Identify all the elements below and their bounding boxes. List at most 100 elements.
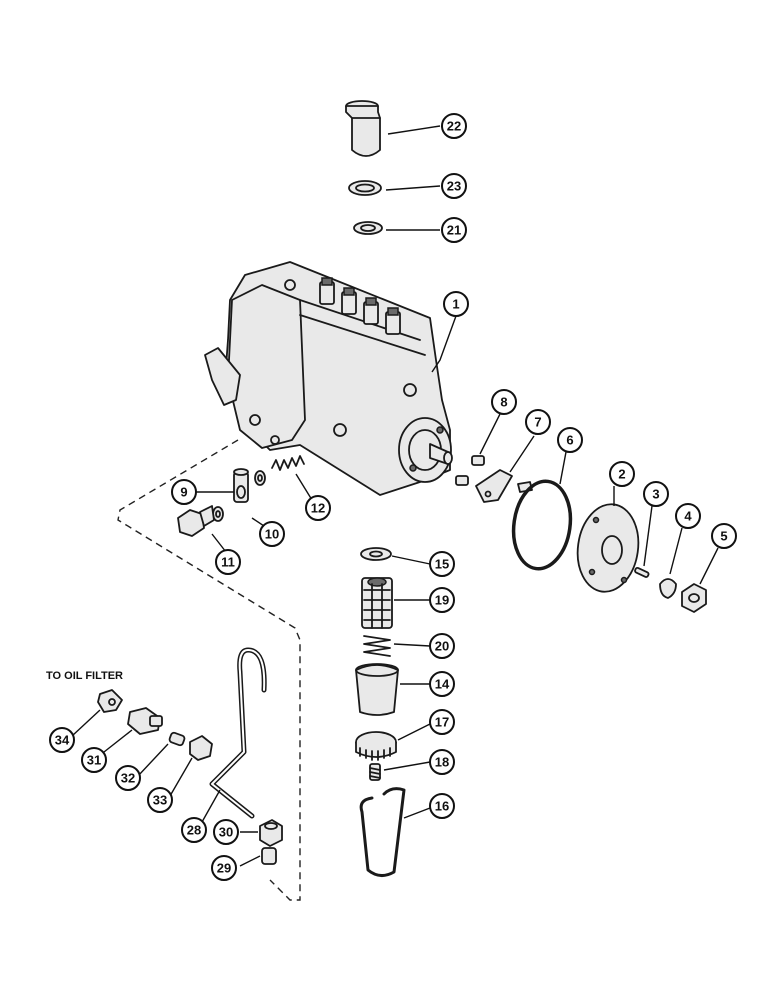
callout-3: 3 [643, 481, 669, 507]
part-5-nut [681, 583, 707, 613]
part-16-bail-clamp [359, 787, 406, 877]
callout-group: 1234567891011121415161718192021222328293… [49, 113, 737, 881]
part-10-washers [212, 470, 266, 522]
callout-circle [429, 633, 455, 659]
callout-number: 4 [684, 509, 692, 524]
callout-31: 31 [81, 747, 107, 773]
callout-number: 15 [435, 557, 449, 572]
callout-number: 32 [121, 771, 135, 786]
callout-10: 10 [259, 521, 285, 547]
callout-28: 28 [181, 817, 207, 843]
callout-circle [213, 819, 239, 845]
part-33-nut [189, 735, 213, 761]
callout-number: 10 [265, 527, 279, 542]
part-9-banjo-fitting [233, 468, 249, 503]
callout-circle [429, 749, 455, 775]
callout-2: 2 [609, 461, 635, 487]
callout-6: 6 [557, 427, 583, 453]
part-28-oil-line [209, 647, 267, 819]
callout-number: 17 [435, 715, 449, 730]
callout-number: 16 [435, 799, 449, 814]
callout-circle [491, 389, 517, 415]
callout-circle [711, 523, 737, 549]
callout-circle [643, 481, 669, 507]
callout-number: 1 [452, 297, 459, 312]
part-30-nut [259, 819, 283, 847]
callout-number: 23 [447, 179, 461, 194]
callout-circle [441, 217, 467, 243]
part-19-filter-screen [361, 577, 393, 629]
callout-8: 8 [491, 389, 517, 415]
callout-33: 33 [147, 787, 173, 813]
part-20-spring [363, 635, 391, 657]
callout-30: 30 [213, 819, 239, 845]
callout-number: 20 [435, 639, 449, 654]
callout-7: 7 [525, 409, 551, 435]
callout-19: 19 [429, 587, 455, 613]
part-3-key [634, 566, 650, 578]
callout-circle [147, 787, 173, 813]
callout-number: 31 [87, 753, 101, 768]
callout-number: 11 [221, 555, 235, 570]
callout-circle [557, 427, 583, 453]
part-34-fitting [97, 689, 123, 713]
callout-number: 22 [447, 119, 461, 134]
callout-number: 14 [435, 677, 450, 692]
callout-circle [305, 495, 331, 521]
part-7-plate [475, 469, 533, 503]
callout-1: 1 [443, 291, 469, 317]
callout-circle [609, 461, 635, 487]
callout-circle [49, 727, 75, 753]
callout-number: 6 [566, 433, 573, 448]
part-4-lock-washer [659, 578, 677, 599]
part-14-glass-bowl [355, 663, 399, 716]
callout-number: 33 [153, 793, 167, 808]
callout-number: 7 [534, 415, 541, 430]
callout-circle [441, 113, 467, 139]
callout-11: 11 [215, 549, 241, 575]
callout-circle [81, 747, 107, 773]
part-29-sleeve [261, 847, 277, 865]
callout-number: 18 [435, 755, 449, 770]
callout-29: 29 [211, 855, 237, 881]
leader-lines [71, 125, 719, 867]
part-2-drive-hub [576, 503, 640, 593]
dashed-routing-line [117, 439, 301, 901]
callout-number: 21 [447, 223, 461, 238]
callout-17: 17 [429, 709, 455, 735]
callout-circle [525, 409, 551, 435]
part-21-washer [353, 221, 383, 235]
callout-number: 3 [652, 487, 659, 502]
part-22-primer-cap [345, 100, 381, 157]
callout-18: 18 [429, 749, 455, 775]
callout-12: 12 [305, 495, 331, 521]
callout-number: 2 [618, 467, 625, 482]
callout-21: 21 [441, 217, 467, 243]
callout-circle [211, 855, 237, 881]
part-6-o-ring [511, 479, 573, 571]
part-18-thumb-screw [369, 763, 381, 781]
part-12-spring [271, 455, 305, 471]
part-31-adapter [127, 707, 163, 735]
part-15-washer [360, 547, 392, 561]
callout-number: 34 [55, 733, 70, 748]
callout-34: 34 [49, 727, 75, 753]
callout-20: 20 [429, 633, 455, 659]
callout-32: 32 [115, 765, 141, 791]
callout-15: 15 [429, 551, 455, 577]
callout-circle [429, 793, 455, 819]
callout-number: 5 [720, 529, 727, 544]
callout-circle [441, 173, 467, 199]
callout-circle [429, 551, 455, 577]
part-11-banjo-bolt [177, 505, 215, 537]
callout-circle [115, 765, 141, 791]
callout-number: 30 [219, 825, 233, 840]
callout-number: 19 [435, 593, 449, 608]
callout-circle [429, 587, 455, 613]
to-oil-filter-note: TO OIL FILTER [46, 670, 123, 682]
callout-circle [429, 709, 455, 735]
callout-circle [215, 549, 241, 575]
part-23-seal [348, 180, 382, 196]
callout-number: 28 [187, 823, 201, 838]
